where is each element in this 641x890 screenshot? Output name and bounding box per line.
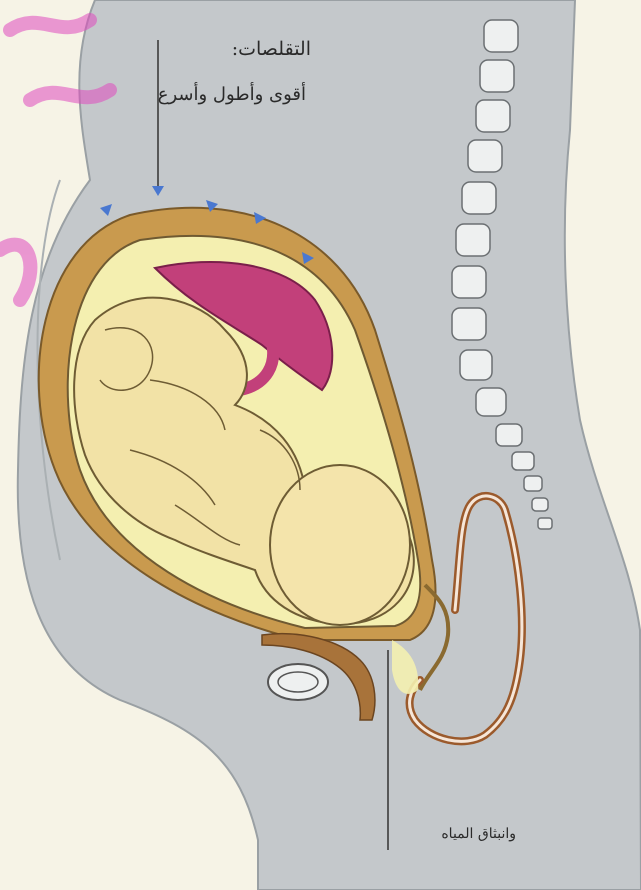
vertebra <box>496 424 522 446</box>
vertebra <box>462 182 496 214</box>
vertebra <box>452 308 486 340</box>
vertebra <box>484 20 518 52</box>
vertebra <box>538 518 552 529</box>
contractions-title: التقلصات: <box>232 38 311 60</box>
vertebra <box>524 476 542 491</box>
vertebra <box>456 224 490 256</box>
vertebra <box>480 60 514 92</box>
bladder <box>268 664 328 700</box>
vertebra <box>512 452 534 470</box>
fetus-head <box>270 465 410 625</box>
vertebra <box>476 388 506 416</box>
vertebra <box>452 266 486 298</box>
water-rupture-label: وانبثاق المياه <box>441 826 516 842</box>
vertebra <box>460 350 492 380</box>
vertebra <box>468 140 502 172</box>
vertebra <box>476 100 510 132</box>
vertebra <box>532 498 548 511</box>
contractions-description: أقوى وأطول وأسرع <box>158 84 306 105</box>
